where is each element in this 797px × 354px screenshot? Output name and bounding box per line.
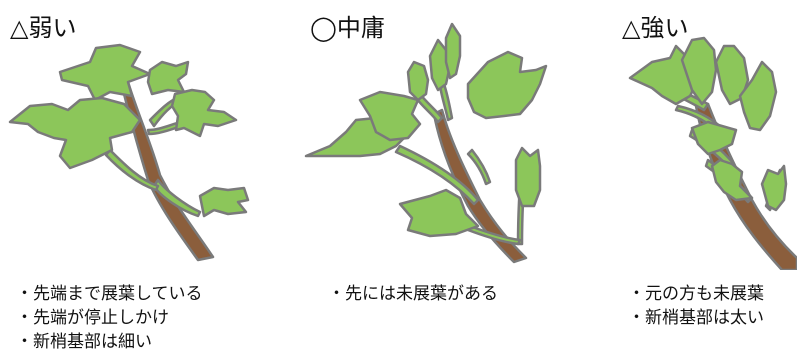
notes-list: ・先には未展葉がある [328, 282, 498, 306]
notes-list: ・元の方も未展葉 ・新梢基部は太い [628, 282, 764, 330]
note-item: ・新梢基部は細い [16, 332, 152, 352]
moderate-shoot-illustration-icon [304, 22, 548, 264]
panel-title: ◯中庸 [310, 14, 385, 42]
note-item: ・先端が停止しかけ [16, 308, 169, 328]
panel-title: △弱い [10, 14, 77, 42]
note-item: ・新梢基部は太い [628, 308, 764, 328]
note-item: ・先端まで展葉している [16, 284, 203, 304]
panel-weak: △弱い ・先端まで展葉している ・先端が停止しかけ ・新梢基部は細い [0, 0, 270, 352]
panel-moderate: ◯中庸 ・先には未展葉がある [300, 0, 570, 350]
panel-title: △強い [622, 14, 689, 42]
note-item: ・元の方も未展葉 [628, 284, 764, 304]
strong-shoot-illustration-icon [628, 36, 797, 270]
panel-strong: △強い ・元の方も未展葉 ・新梢基部は太い [612, 0, 797, 350]
notes-list: ・先端まで展葉している ・先端が停止しかけ ・新梢基部は細い [16, 282, 203, 354]
note-item: ・先には未展葉がある [328, 284, 498, 304]
weak-shoot-illustration-icon [8, 43, 250, 262]
